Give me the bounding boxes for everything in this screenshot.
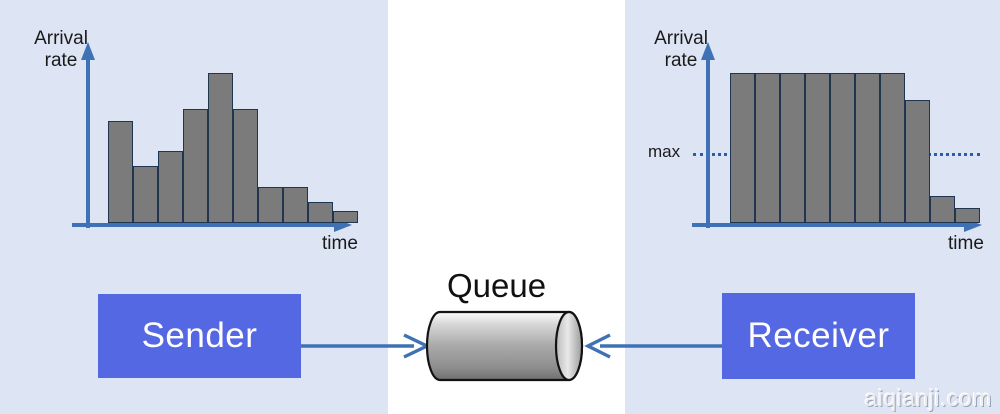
bar xyxy=(208,73,233,223)
queue-cylinder xyxy=(425,310,584,382)
watermark: aiqianji.com xyxy=(864,385,992,411)
bar xyxy=(730,73,755,223)
bar xyxy=(283,187,308,223)
bar xyxy=(108,121,133,223)
bar xyxy=(755,73,780,223)
sender-to-queue-arrow xyxy=(301,333,431,359)
bar xyxy=(830,73,855,223)
bar xyxy=(930,196,955,223)
bar xyxy=(333,211,358,223)
right-chart-bars xyxy=(640,20,1000,223)
bar xyxy=(308,202,333,223)
right-chart-axes xyxy=(692,42,982,232)
sender-arrival-rate-chart: Arrival rate time xyxy=(20,20,380,270)
bar xyxy=(258,187,283,223)
bar xyxy=(158,151,183,223)
bar xyxy=(905,100,930,223)
bar xyxy=(183,109,208,223)
left-chart-y-axis-label: Arrival rate xyxy=(34,28,88,71)
receiver-node[interactable]: Receiver xyxy=(722,293,915,379)
receiver-to-queue-arrow xyxy=(584,333,722,359)
bar xyxy=(233,109,258,223)
sender-node-label: Sender xyxy=(141,316,258,355)
sender-node[interactable]: Sender xyxy=(98,294,301,378)
left-chart-bars xyxy=(20,20,380,223)
left-chart-x-axis-label: time xyxy=(322,233,358,254)
right-chart-x-axis-label: time xyxy=(948,233,984,254)
bar xyxy=(855,73,880,223)
receiver-node-label: Receiver xyxy=(747,316,890,355)
bar xyxy=(780,73,805,223)
bar xyxy=(955,208,980,223)
bar xyxy=(133,166,158,223)
right-chart-y-axis-label: Arrival rate xyxy=(654,28,708,71)
bar xyxy=(805,73,830,223)
queue-label: Queue xyxy=(447,267,547,304)
bar xyxy=(880,73,905,223)
receiver-arrival-rate-chart: Arrival rate max time xyxy=(640,20,1000,270)
right-chart-max-label: max xyxy=(648,142,681,161)
